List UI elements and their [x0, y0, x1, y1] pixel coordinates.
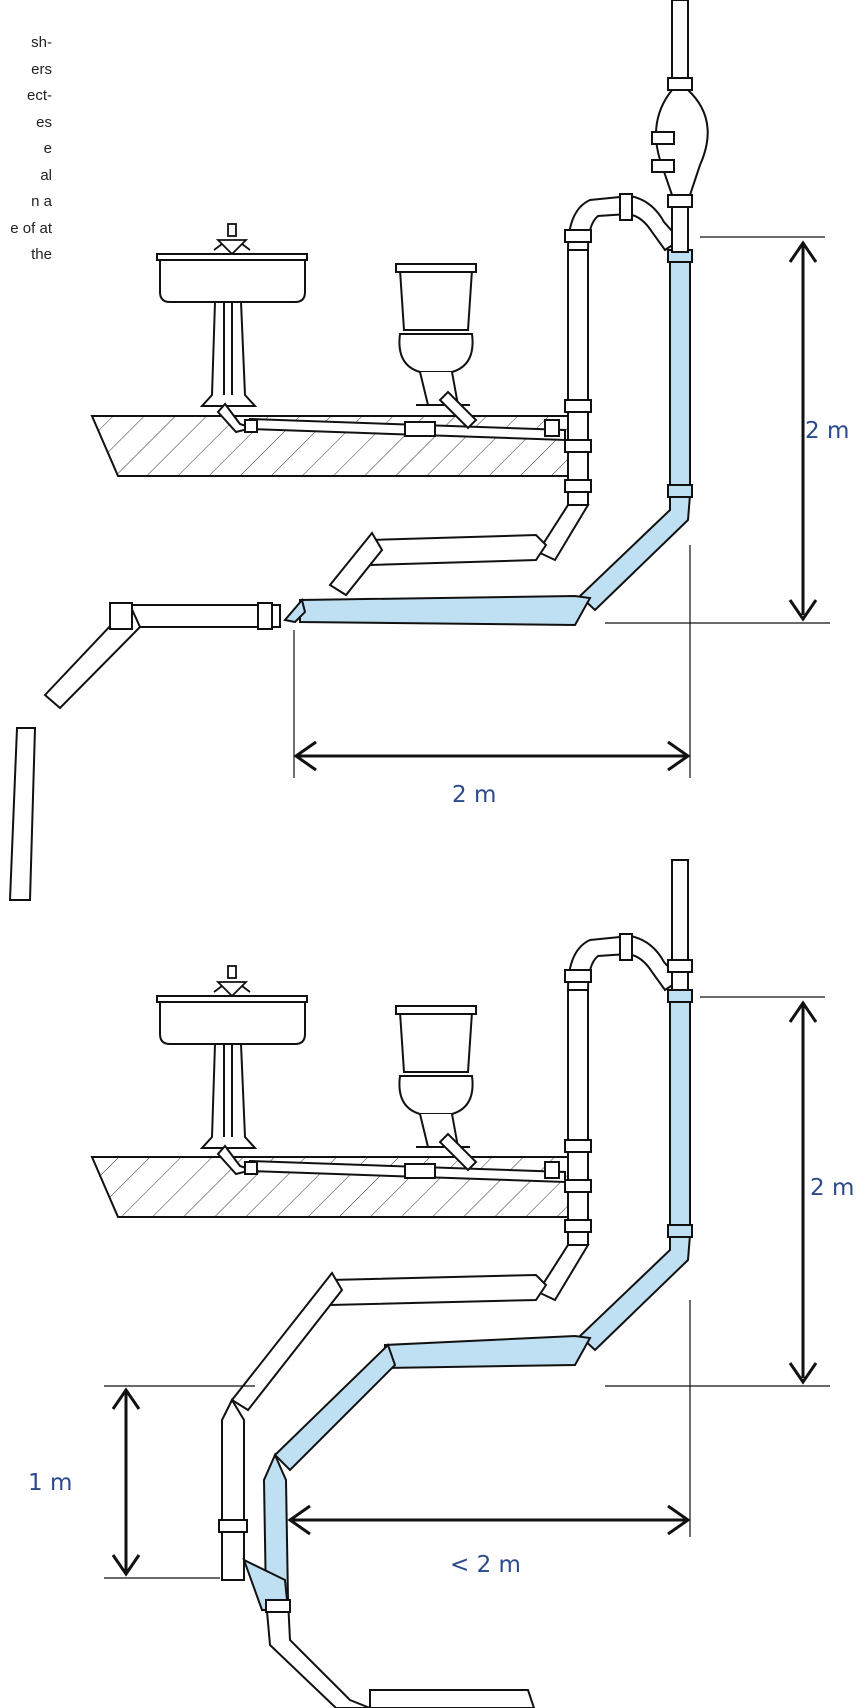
paragraph-line: al [40, 166, 52, 184]
tap-icon [213, 223, 251, 256]
paragraph-line: n a [31, 193, 52, 210]
paragraph-line: e [43, 140, 52, 157]
top-diagram [8, 0, 830, 901]
top-vent-pipe [667, 859, 693, 991]
paragraph-line: sh- [31, 34, 52, 51]
top-vertical-dimension-arrow [788, 240, 818, 622]
white-lower-left-pipe [8, 602, 281, 901]
top-horizontal-dimension-arrow [293, 740, 691, 772]
branch-pipes [216, 1132, 566, 1184]
white-outlet-pipe [264, 1599, 536, 1708]
bottom-vertical-dimension-arrow [788, 1000, 818, 1385]
paragraph-line: es [36, 113, 52, 131]
tap-icon [213, 965, 251, 998]
top-dimensions [293, 236, 830, 778]
cropped-paragraph: sh- ers ect- es e al n a e of at the [0, 30, 52, 269]
white-vertical-stack [328, 249, 592, 597]
washbasin [156, 253, 308, 407]
paragraph-line: e of at [10, 219, 52, 237]
toilet [395, 263, 477, 406]
toilet [395, 1005, 477, 1148]
white-overhead-bend [564, 193, 682, 252]
bottom-horizontal-dimension-arrow [287, 1504, 691, 1536]
highlighted-stack-pipe [283, 249, 693, 627]
white-vertical-stack [218, 989, 592, 1581]
white-overhead-bend [564, 933, 682, 992]
top-vent-pipe [651, 0, 709, 253]
paragraph-line: the [31, 246, 52, 263]
highlighted-stack-pipe [242, 989, 693, 1611]
bottom-dimensions [104, 996, 830, 1579]
left-vertical-dimension-label: 1 m [28, 1470, 73, 1496]
washbasin [156, 995, 308, 1149]
left-vertical-dimension-arrow [111, 1387, 141, 1577]
paragraph-line: ers [31, 60, 52, 78]
top-vertical-dimension-label: 2 m [805, 418, 850, 444]
bottom-diagram [90, 859, 830, 1708]
bottom-horizontal-dimension-label: < 2 m [450, 1552, 521, 1578]
paragraph-line: ect- [26, 87, 52, 104]
bottom-vertical-dimension-label: 2 m [810, 1175, 855, 1201]
top-horizontal-dimension-label: 2 m [452, 782, 497, 808]
